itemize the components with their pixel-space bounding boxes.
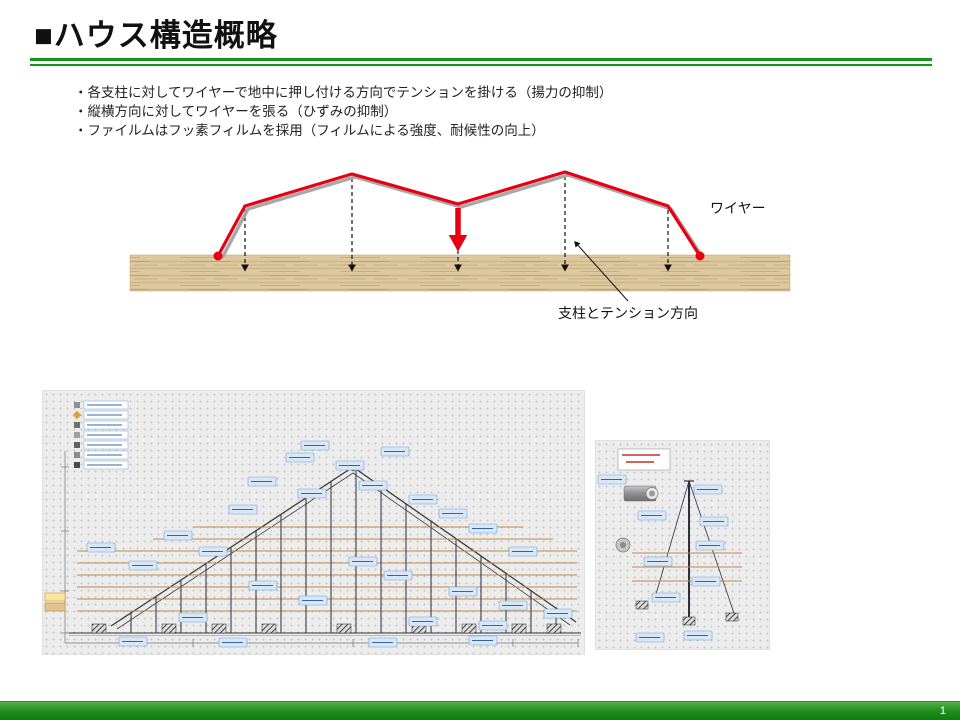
schematic-svg <box>129 170 791 302</box>
dimension-lines <box>61 451 579 647</box>
wire-label: ワイヤー <box>710 200 766 216</box>
bullet-item-2: ・縦横方向に対してワイヤーを張る（ひずみの抑制） <box>74 104 398 119</box>
frame-gray-line <box>220 173 705 259</box>
cad-legend <box>72 400 129 470</box>
tension-schematic: ワイヤー 支柱とテンション方向 <box>0 160 960 345</box>
cad-cross-section-svg <box>44 400 581 648</box>
cad-end-detail-drawing <box>595 440 770 650</box>
title-rule-thick <box>30 58 932 61</box>
pipe-photo-icon <box>623 485 659 502</box>
footer-bar: 1 <box>0 701 960 720</box>
slide-title: ■ハウス構造概略 <box>34 18 278 53</box>
cad-end-detail-svg <box>597 448 742 643</box>
footings <box>91 623 562 634</box>
callout-labels <box>86 440 573 648</box>
callout-label <box>597 474 627 485</box>
end-callout-labels <box>635 484 729 643</box>
bullet-item-3: ・ファイルムはフッ素フィルムを採用（フィルムによる強度、耐候性の向上） <box>74 123 545 138</box>
end-rails <box>632 552 742 582</box>
tension-label-pointer <box>574 241 629 302</box>
anchor-dot-left <box>213 251 223 261</box>
anchor-dot-right <box>695 251 705 261</box>
tension-direction-label: 支柱とテンション方向 <box>558 305 698 321</box>
clamp-photo-icon <box>615 537 631 553</box>
cad-cross-section-drawing <box>42 390 585 655</box>
wire-red-line <box>216 170 702 257</box>
side-note-boxes <box>44 592 66 612</box>
page-number: 1 <box>939 705 946 717</box>
bullet-list: ・各支柱に対してワイヤーで地中に押し付ける方向でテンションを掛ける（揚力の抑制）… <box>74 83 612 140</box>
ground-strip <box>129 254 791 292</box>
title-rule-thin <box>30 64 932 66</box>
end-footings <box>635 600 739 626</box>
bullet-item-1: ・各支柱に対してワイヤーで地中に押し付ける方向でテンションを掛ける（揚力の抑制） <box>74 85 613 100</box>
posts <box>130 470 557 633</box>
detail-note-callout <box>617 448 671 471</box>
